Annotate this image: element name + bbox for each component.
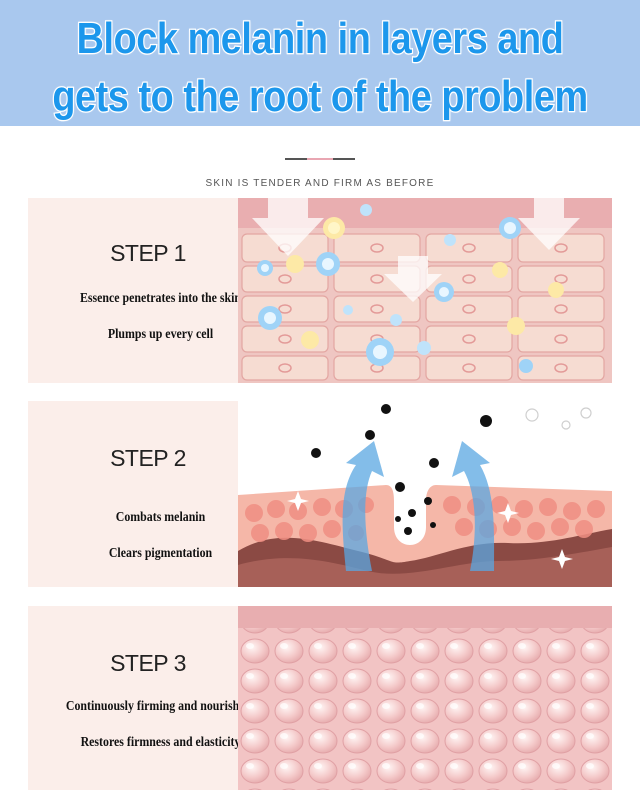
headline-banner: Block melanin in layers and gets to the … [0,0,640,126]
step-3-title: STEP 3 [110,650,186,676]
firm-skin-illustration [238,606,612,790]
step-2-title: STEP 2 [110,445,186,471]
divider-accent [307,158,333,160]
step-3-line-2: Restores firmness and elasticity [80,734,241,749]
headline-line-1: Block melanin in layers and [76,13,565,65]
step-1-line-2: Plumps up every cell [107,326,214,341]
step-2-line-1: Combats melanin [115,509,206,524]
headline-line-2: gets to the root of the problem [51,71,589,123]
divider-left [285,158,307,160]
melanin-illustration [238,401,612,587]
step-1-line-1: Essence penetrates into the skin [79,290,242,305]
step-2-line-2: Clears pigmentation [108,545,213,560]
step-3-line-1: Continuously firming and nourishing [65,698,256,713]
skin-cells-illustration [238,198,612,383]
section-subtitle: SKIN IS TENDER AND FIRM AS BEFORE [205,178,435,189]
step-1-title: STEP 1 [110,240,186,266]
divider-right [333,158,355,160]
